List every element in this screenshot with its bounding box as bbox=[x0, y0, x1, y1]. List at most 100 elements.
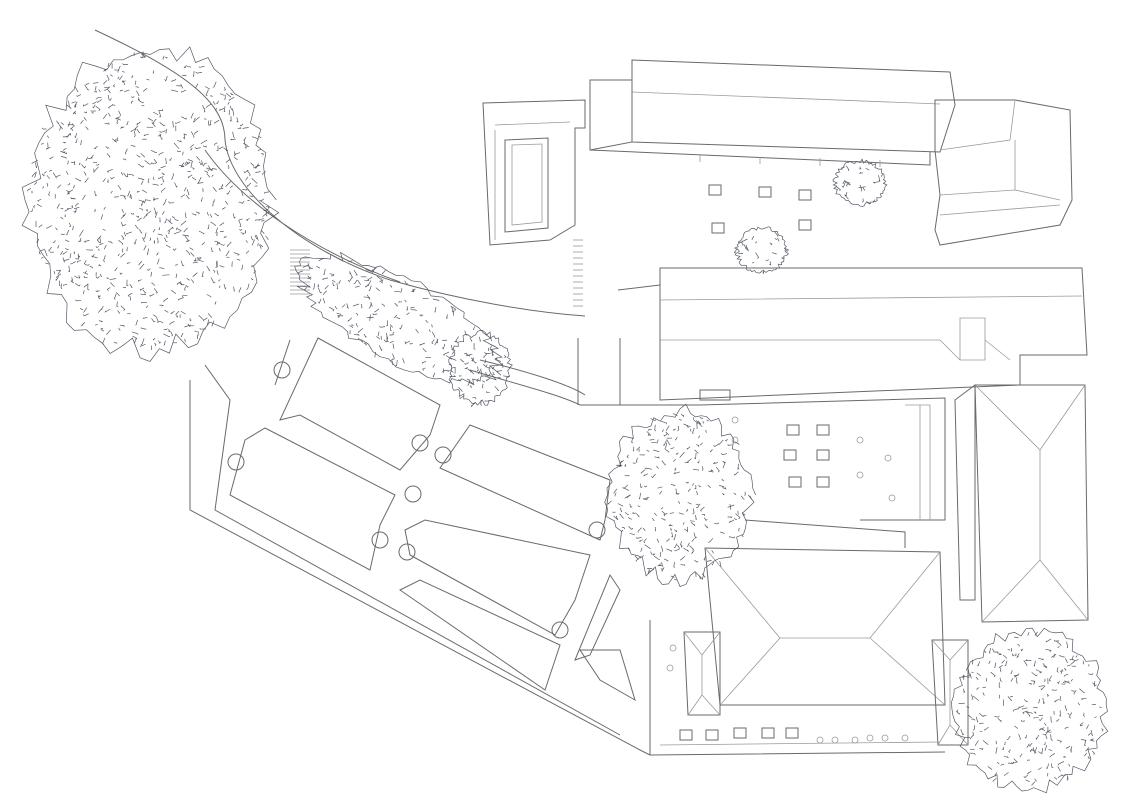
foliage-mark bbox=[152, 118, 157, 124]
foliage-mark bbox=[146, 126, 154, 129]
foliage-mark bbox=[699, 417, 704, 420]
foliage-mark bbox=[247, 199, 250, 202]
foliage-mark bbox=[397, 301, 403, 303]
foliage-mark bbox=[204, 108, 206, 113]
foliage-mark bbox=[654, 555, 661, 561]
foliage-mark bbox=[648, 568, 655, 572]
foliage-mark bbox=[31, 172, 36, 177]
foliage-mark bbox=[992, 648, 996, 653]
foliage-mark bbox=[680, 555, 686, 561]
foliage-mark bbox=[995, 740, 998, 745]
foliage-mark bbox=[96, 99, 103, 103]
foliage-mark bbox=[690, 521, 696, 527]
foliage-mark bbox=[377, 331, 380, 337]
foliage-mark bbox=[1070, 678, 1073, 682]
foliage-mark bbox=[503, 375, 510, 377]
foliage-mark bbox=[472, 359, 477, 364]
foliage-mark bbox=[687, 488, 691, 492]
foliage-mark bbox=[163, 328, 168, 331]
tree-outline bbox=[21, 46, 280, 362]
foliage-mark bbox=[422, 367, 426, 371]
foliage-mark bbox=[696, 420, 702, 425]
foliage-mark bbox=[63, 148, 67, 151]
foliage-mark bbox=[307, 275, 312, 280]
foliage-mark bbox=[142, 317, 148, 319]
foliage-mark bbox=[781, 256, 785, 259]
foliage-mark bbox=[55, 174, 61, 178]
table bbox=[679, 729, 693, 741]
foliage-mark bbox=[401, 288, 403, 292]
foliage-mark bbox=[1059, 696, 1062, 701]
foliage-mark bbox=[75, 202, 79, 207]
foliage-mark bbox=[179, 281, 183, 286]
foliage-mark bbox=[347, 277, 353, 283]
foliage-mark bbox=[1077, 702, 1081, 706]
foliage-mark bbox=[677, 544, 680, 549]
foliage-mark bbox=[675, 488, 678, 495]
foliage-mark bbox=[466, 378, 471, 382]
foliage-mark bbox=[639, 454, 645, 456]
foliage-mark bbox=[624, 474, 630, 477]
foliage-mark bbox=[151, 318, 156, 323]
foliage-mark bbox=[130, 144, 136, 147]
foliage-mark bbox=[136, 121, 141, 125]
foliage-mark bbox=[119, 89, 124, 92]
foliage-mark bbox=[146, 248, 149, 256]
foliage-mark bbox=[1053, 710, 1055, 716]
foliage-mark bbox=[192, 167, 195, 170]
foliage-mark bbox=[94, 190, 97, 196]
garden-planter bbox=[273, 361, 291, 379]
foliage-mark bbox=[203, 162, 207, 165]
foliage-mark bbox=[1079, 724, 1084, 727]
building-east-hiproof bbox=[974, 384, 1089, 623]
foliage-mark bbox=[733, 471, 739, 476]
foliage-mark bbox=[631, 437, 634, 444]
foliage-mark bbox=[93, 166, 99, 172]
foliage-mark bbox=[83, 171, 87, 176]
foliage-mark bbox=[455, 336, 459, 342]
foliage-mark bbox=[180, 220, 187, 226]
foliage-mark bbox=[126, 120, 129, 126]
foliage-mark bbox=[733, 492, 737, 495]
foliage-mark bbox=[349, 271, 352, 275]
foliage-mark bbox=[336, 312, 342, 315]
foliage-mark bbox=[693, 419, 699, 424]
foliage-mark bbox=[1067, 776, 1069, 780]
foliage-mark bbox=[100, 214, 104, 220]
foliage-mark bbox=[107, 104, 114, 109]
foliage-mark bbox=[368, 302, 372, 309]
foliage-mark bbox=[735, 513, 741, 520]
foliage-mark bbox=[490, 337, 492, 342]
foliage-mark bbox=[255, 165, 261, 168]
foliage-mark bbox=[494, 359, 502, 363]
foliage-mark bbox=[363, 342, 367, 346]
foliage-mark bbox=[388, 334, 395, 336]
foliage-mark bbox=[323, 268, 326, 275]
foliage-mark bbox=[1061, 683, 1066, 685]
foliage-mark bbox=[647, 433, 651, 436]
foliage-mark bbox=[486, 373, 491, 377]
foliage-mark bbox=[158, 151, 164, 156]
foliage-mark bbox=[680, 413, 685, 418]
foliage-mark bbox=[45, 262, 49, 265]
foliage-mark bbox=[140, 181, 144, 185]
foliage-mark bbox=[79, 162, 81, 166]
foliage-mark bbox=[415, 328, 419, 334]
foliage-mark bbox=[123, 231, 126, 237]
foliage-mark bbox=[639, 483, 643, 489]
foliage-mark bbox=[737, 510, 739, 515]
foliage-mark bbox=[741, 534, 744, 538]
foliage-mark bbox=[402, 358, 405, 364]
foliage-mark bbox=[65, 170, 69, 175]
foliage-mark bbox=[138, 229, 143, 234]
foliage-mark bbox=[68, 265, 71, 273]
foliage-mark bbox=[194, 146, 201, 149]
foliage-mark bbox=[652, 517, 655, 522]
foliage-mark bbox=[159, 217, 161, 223]
courtyard-east bbox=[699, 384, 976, 601]
foliage-mark bbox=[214, 240, 220, 245]
foliage-mark bbox=[410, 309, 417, 311]
foliage-mark bbox=[42, 186, 45, 190]
foliage-mark bbox=[233, 156, 238, 161]
foliage-mark bbox=[643, 496, 650, 500]
